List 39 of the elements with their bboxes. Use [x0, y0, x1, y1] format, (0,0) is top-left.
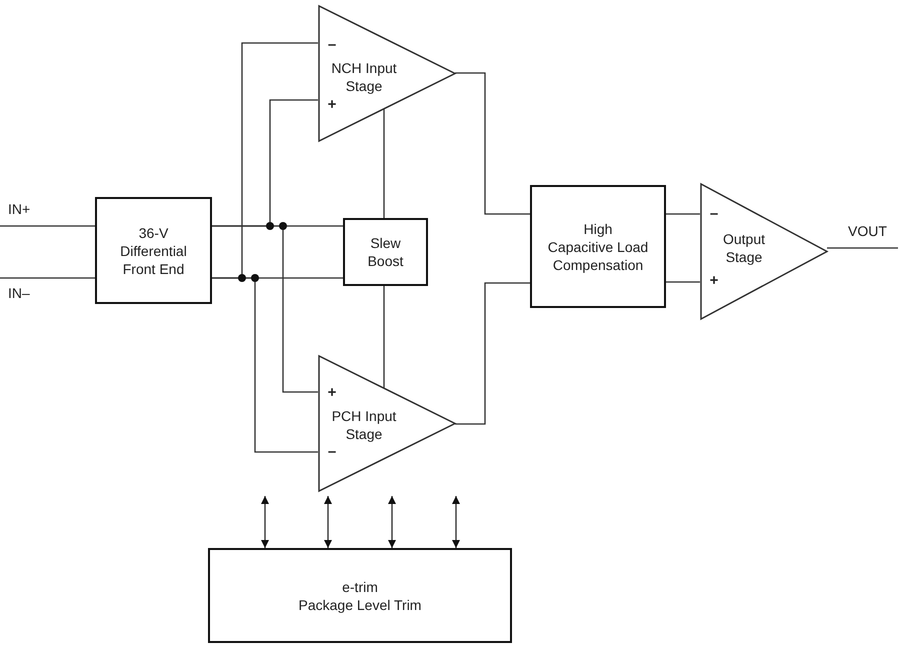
- stage-label: NCH Input Stage: [330, 59, 398, 95]
- block-box: [530, 185, 666, 308]
- wire: [666, 213, 700, 215]
- block-label: e-trim: [342, 578, 378, 596]
- block-label: High Capacitive Load Compensation: [548, 220, 648, 274]
- block-box: [95, 197, 212, 304]
- amplifier-triangle: [318, 5, 455, 142]
- wire: [827, 247, 898, 249]
- double-arrow: [261, 496, 269, 548]
- signal-label: IN–: [8, 284, 30, 302]
- wire: [383, 286, 385, 388]
- block-label: Slew Boost: [366, 234, 404, 270]
- wire: [0, 225, 95, 227]
- amplifier-triangle: [700, 183, 827, 320]
- wire: [0, 277, 95, 279]
- input-sign: –: [710, 205, 718, 223]
- input-sign: –: [328, 36, 336, 54]
- input-sign: +: [328, 384, 336, 402]
- block-label: Package Level Trim: [298, 596, 422, 614]
- double-arrow: [388, 496, 396, 548]
- stage-label: Output Stage: [722, 230, 766, 266]
- input-sign: +: [710, 272, 718, 290]
- block-label: 36-V Differential Front End: [119, 224, 188, 278]
- amplifier-triangle: [318, 355, 455, 492]
- wire: [383, 109, 385, 218]
- input-sign: –: [328, 443, 336, 461]
- wire: [212, 225, 318, 393]
- double-arrow: [324, 496, 332, 548]
- wire: [212, 277, 318, 453]
- signal-label: IN+: [8, 200, 30, 218]
- wire: [455, 72, 530, 215]
- wire: [666, 281, 700, 283]
- signal-label: VOUT: [848, 222, 887, 240]
- block-box: [343, 218, 428, 286]
- input-sign: +: [328, 96, 336, 114]
- wire: [455, 282, 530, 425]
- block-box: [208, 548, 512, 643]
- stage-label: PCH Input Stage: [330, 407, 398, 443]
- double-arrow: [452, 496, 460, 548]
